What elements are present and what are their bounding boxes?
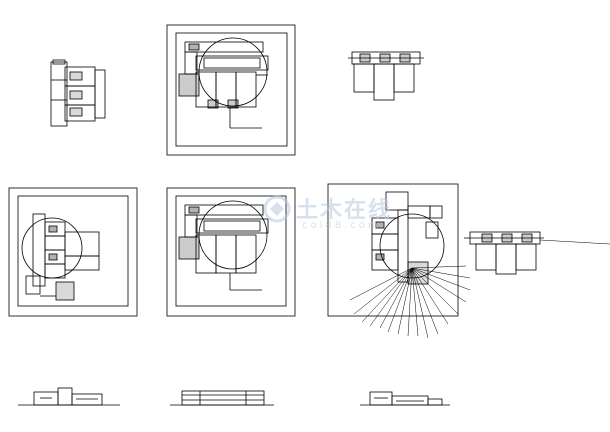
elevation-left	[18, 387, 120, 406]
plan-small-far-right	[464, 231, 610, 275]
plan-small-right	[348, 51, 424, 101]
elevation-right	[360, 391, 450, 406]
plan-small-left	[50, 59, 106, 127]
plan-framed-top	[166, 24, 296, 156]
plan-framed-radial	[327, 183, 471, 339]
plan-framed-center	[166, 187, 296, 317]
plan-framed-left	[8, 187, 138, 317]
elevation-center	[170, 390, 274, 406]
